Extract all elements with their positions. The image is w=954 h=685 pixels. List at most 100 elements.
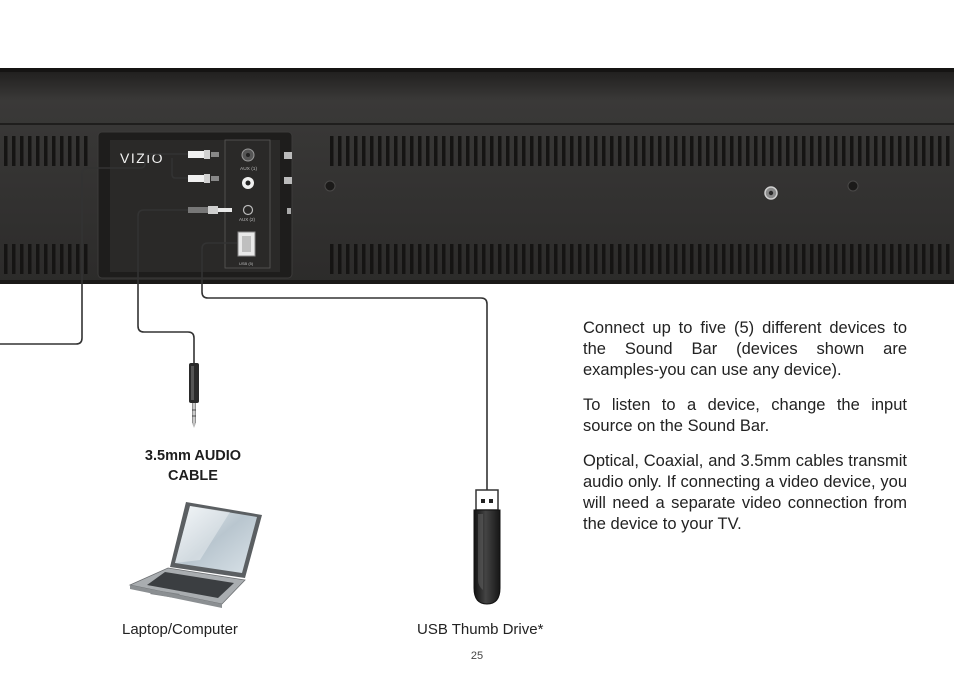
usb-thumb-drive <box>473 489 501 605</box>
grille-slot <box>426 136 430 166</box>
grille-slot <box>858 136 862 166</box>
grille-slot <box>874 136 878 166</box>
grille-slot <box>554 136 558 166</box>
grille-slot <box>28 136 32 166</box>
grille-slot <box>626 136 630 166</box>
grille-slot <box>68 244 72 274</box>
grille-slot <box>506 244 510 274</box>
grille-slot <box>898 136 902 166</box>
grille-slot <box>522 244 526 274</box>
aux-plug <box>188 206 232 214</box>
grille-slot <box>482 136 486 166</box>
grille-slot <box>690 136 694 166</box>
grille-slot <box>618 244 622 274</box>
grille-slot <box>354 244 358 274</box>
vizio-logo: VIZIO <box>120 150 164 166</box>
grille-slot <box>602 136 606 166</box>
grille-slot <box>658 136 662 166</box>
grille-slot <box>666 136 670 166</box>
grille-slot <box>602 244 606 274</box>
grille-slot <box>722 136 726 166</box>
grille-slot <box>554 244 558 274</box>
grille-slot <box>370 136 374 166</box>
grille-slot <box>626 244 630 274</box>
grille-slot <box>4 136 8 166</box>
grille-slot <box>450 136 454 166</box>
audio-cable-label-line1: 3.5mm AUDIO <box>144 448 242 464</box>
grille-slot <box>706 244 710 274</box>
grille-slot <box>786 244 790 274</box>
grille-slot <box>874 244 878 274</box>
grille-slot <box>60 136 64 166</box>
grille-slot <box>842 136 846 166</box>
grille-slot <box>538 136 542 166</box>
grille-slot <box>402 136 406 166</box>
grille-slot <box>458 136 462 166</box>
grille-slot <box>922 136 926 166</box>
grille-slot <box>578 244 582 274</box>
audio-cable-plug <box>189 363 199 428</box>
grille-slot <box>930 244 934 274</box>
instruction-paragraph: Optical, Coaxial, and 3.5mm cables trans… <box>583 452 907 533</box>
grille-slot <box>442 244 446 274</box>
grille-slot <box>674 244 678 274</box>
grille-slot <box>28 244 32 274</box>
grille-slot <box>938 244 942 274</box>
instruction-paragraph: To listen to a device, change the input … <box>583 396 907 435</box>
grille-slot <box>922 244 926 274</box>
grille-slot <box>866 244 870 274</box>
grille-slot <box>858 244 862 274</box>
instruction-paragraph: Connect up to five (5) different devices… <box>583 319 907 379</box>
grille-slot <box>738 136 742 166</box>
rca-cable <box>0 153 188 345</box>
grille-slot <box>762 244 766 274</box>
grille-slot <box>84 244 88 274</box>
grille-slot <box>786 136 790 166</box>
grille-slot <box>338 136 342 166</box>
grille-slot <box>594 136 598 166</box>
grille-slot <box>362 244 366 274</box>
grille-slot <box>346 244 350 274</box>
grille-slot <box>44 244 48 274</box>
grille-slot <box>434 136 438 166</box>
mounting-screws <box>324 180 859 200</box>
grille-slot <box>882 244 886 274</box>
grille-slot <box>450 244 454 274</box>
grille-slot <box>52 244 56 274</box>
grille-slot <box>538 244 542 274</box>
grille-slot <box>770 244 774 274</box>
speaker-grille <box>4 136 950 274</box>
grille-slot <box>482 244 486 274</box>
grille-slot <box>394 136 398 166</box>
grille-slot <box>466 244 470 274</box>
grille-slot <box>794 244 798 274</box>
grille-slot <box>578 136 582 166</box>
grille-slot <box>562 244 566 274</box>
grille-slot <box>930 136 934 166</box>
grille-slot <box>682 136 686 166</box>
grille-slot <box>586 244 590 274</box>
grille-slot <box>826 244 830 274</box>
grille-slot <box>522 136 526 166</box>
grille-slot <box>666 244 670 274</box>
grille-slot <box>84 136 88 166</box>
grille-slot <box>914 244 918 274</box>
grille-slot <box>890 136 894 166</box>
grille-slot <box>490 136 494 166</box>
grille-slot <box>378 136 382 166</box>
audio-cable-label: 3.5mm AUDIO CABLE <box>118 446 268 486</box>
grille-slot <box>906 244 910 274</box>
grille-slot <box>810 136 814 166</box>
grille-slot <box>562 136 566 166</box>
grille-slot <box>506 136 510 166</box>
aux-cable <box>137 209 195 365</box>
grille-slot <box>530 244 534 274</box>
grille-slot <box>410 244 414 274</box>
grille-slot <box>338 244 342 274</box>
grille-slot <box>946 244 950 274</box>
grille-slot <box>778 136 782 166</box>
grille-slot <box>370 244 374 274</box>
usb-drive-caption: USB Thumb Drive* <box>417 621 544 638</box>
grille-slot <box>514 244 518 274</box>
grille-slot <box>546 136 550 166</box>
